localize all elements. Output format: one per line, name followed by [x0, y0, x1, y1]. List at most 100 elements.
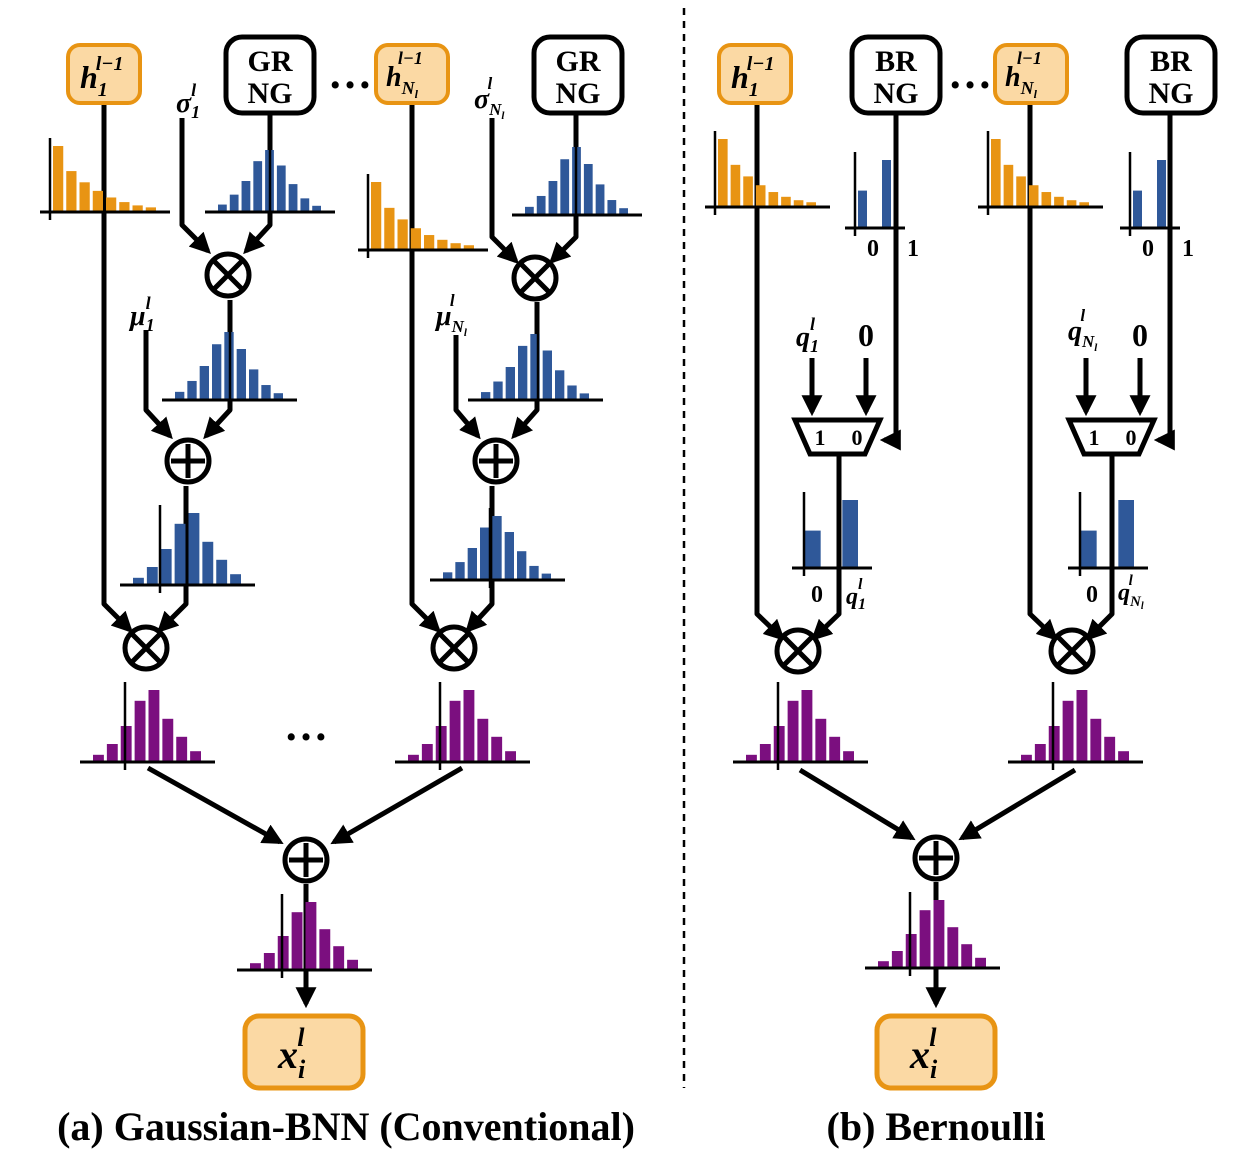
hist-mux-1-b [792, 492, 872, 576]
hist-prod-N-a-bar [463, 690, 475, 762]
hist-h1-b-bar [768, 192, 779, 207]
hist-prod-N-b-bar [1090, 718, 1102, 762]
svg-text:0: 0 [1126, 425, 1137, 450]
sigma-N-label: σNll [474, 74, 505, 122]
mux-out-1-tick-0: 0 [811, 582, 823, 608]
zero-input-1: 0 [858, 317, 874, 353]
hist-hN-a-bar [437, 239, 448, 250]
hist-grng-N-a-bar [583, 164, 593, 215]
hist-h1-b-bar [793, 200, 804, 207]
hist-grng-1-a-bar [312, 205, 321, 212]
hist-add-N-a-bar [455, 562, 465, 580]
hist-add-1-a-bar [160, 549, 172, 585]
hist-h1-a-bar [92, 190, 103, 212]
hist-mult-N-a-bar [530, 334, 540, 400]
hist-grng-1-a-bar [288, 184, 298, 212]
multiply-op-final-Na [430, 624, 478, 672]
hist-mux-N-b-bar [1081, 530, 1097, 568]
mux-N: 1 0 [1065, 417, 1158, 457]
hist-prod-1-a-bar [176, 736, 188, 762]
svg-text:BR: BR [875, 45, 917, 78]
hist-h1-b-bar [755, 185, 766, 207]
hist-prod-1-a-bar [162, 718, 174, 762]
hist-prod-N-b-bar [1034, 744, 1046, 762]
hist-add-1-a-bar [230, 574, 241, 585]
hist-h1-a-bar [66, 171, 77, 212]
hist-mult-N-a-bar [505, 367, 515, 400]
hist-add-1-a [120, 505, 255, 593]
hist-add-N-a-bar [504, 532, 514, 580]
hist-grng-1-a-bar [253, 161, 263, 212]
svg-text:GR: GR [556, 45, 601, 78]
hist-grng-1-a [205, 142, 335, 220]
hist-h1-a [40, 138, 170, 220]
svg-text:NG: NG [556, 77, 601, 110]
hist-add-1-a-bar [133, 577, 144, 585]
hist-h1-a-bar [79, 182, 90, 212]
hist-add-N-a-bar [529, 565, 539, 580]
caption-bernoulli: (b) Bernoulli [827, 1104, 1046, 1149]
svg-text:hNll−1: hNll−1 [1005, 48, 1042, 101]
hist-h1-a-bar [53, 146, 64, 212]
hist-add-N-a [430, 508, 565, 588]
hist-mult-N-a-bar [567, 385, 577, 400]
bern-N-tick-0: 0 [1142, 236, 1154, 262]
svg-text:NG: NG [874, 77, 919, 110]
hist-mux-1-b-bar [805, 530, 821, 568]
hist-sum-a-bar [250, 963, 261, 970]
add-op-Na [472, 437, 520, 485]
hist-prod-1-b-bar [746, 754, 757, 762]
multiply-op-Nb [1048, 627, 1096, 675]
zero-input-N: 0 [1132, 317, 1148, 353]
hist-add-N-a-bar [443, 572, 453, 580]
hist-prod-1-a-bar [93, 754, 104, 762]
sum-op-a [282, 836, 330, 884]
hist-mult-N-a-bar [518, 345, 528, 400]
mux-out-1-tick-q: q1l [846, 576, 866, 613]
hist-bern-1-b-bar [882, 160, 891, 228]
q-1-label: q1l [796, 314, 819, 356]
input-hN-box: hNll−1 [374, 43, 450, 105]
mu-N-label: μNll [434, 291, 468, 339]
hist-mult-N-a-bar [579, 393, 589, 400]
hist-sum-b-bar [975, 957, 986, 968]
hist-prod-1-a [80, 682, 215, 770]
hist-prod-1-b-bar [801, 690, 813, 762]
hist-add-1-a-bar [188, 513, 200, 585]
hist-h1-a-bar [119, 202, 130, 212]
hist-add-1-a-bar [216, 559, 228, 585]
hist-mux-N-b [1068, 492, 1148, 576]
svg-text:h1l−1: h1l−1 [80, 53, 123, 101]
gaussian-rng-box-1: GR NG [223, 34, 317, 116]
bern-N-tick-1: 1 [1182, 236, 1194, 262]
hist-grng-1-a-bar [300, 198, 310, 212]
hist-grng-1-a-bar [229, 194, 239, 212]
hist-sum-b-bar [878, 961, 889, 968]
hist-prod-1-a-bar [190, 751, 201, 762]
bernoulli-rng-box-2: BR NG [1124, 34, 1218, 116]
add-op-1a [164, 437, 212, 485]
gaussian-rng-box-2: GR NG [531, 34, 625, 116]
hist-prod-1-b-bar [787, 700, 799, 762]
hist-prod-1-b [733, 682, 868, 770]
hist-add-N-a-bar [480, 527, 490, 580]
input-h1-box-b: h1l−1 [717, 43, 793, 105]
hist-hN-a-bar [463, 245, 474, 250]
panel-bernoulli: h1l−1 BR NG … hNll−1 BR NG [717, 34, 1218, 1091]
hist-prod-N-a [395, 682, 530, 770]
hist-hN-a-bar [384, 207, 395, 250]
top-ellipsis-b: … [948, 49, 992, 98]
svg-text:BR: BR [1150, 45, 1192, 78]
hist-sum-b-bar [891, 951, 903, 968]
hist-h1-b-bar [781, 196, 791, 207]
hist-h1-a-bar [106, 197, 117, 212]
hist-prod-N-a-bar [449, 700, 461, 762]
hist-sum-b-bar [961, 944, 973, 968]
hist-prod-1-a-bar [148, 690, 160, 762]
hist-h1-a-bar [145, 207, 156, 212]
hist-mult-1-a-bar [187, 380, 197, 400]
mux-1: 1 0 [791, 417, 884, 457]
hist-mult-N-a-bar [555, 370, 565, 400]
hist-grng-1-a-bar [218, 204, 227, 212]
hist-hN-b [978, 131, 1103, 215]
